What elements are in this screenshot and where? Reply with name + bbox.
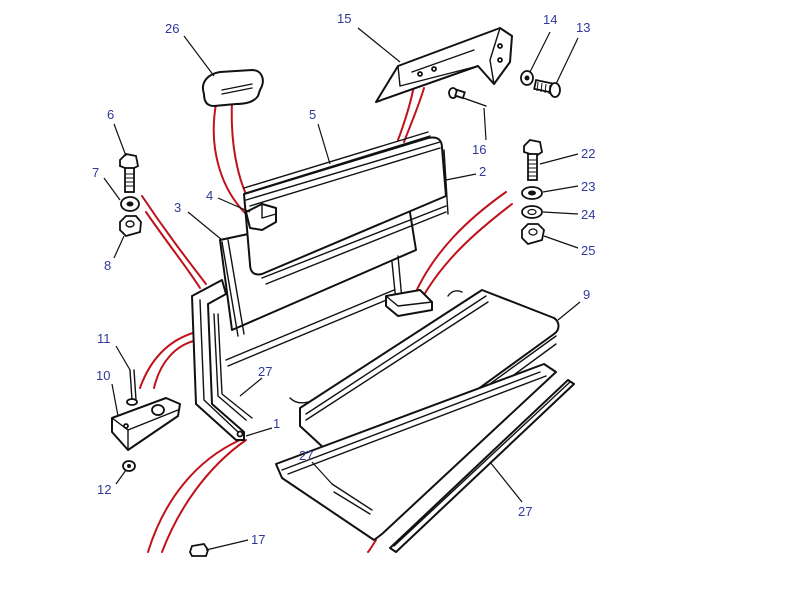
part-23-washer	[521, 186, 543, 200]
part-7-washer	[120, 196, 140, 212]
guide-line-15-to-2-a	[397, 85, 415, 141]
callout-22: 22	[581, 146, 595, 161]
part-12-washer	[122, 460, 136, 472]
guide-line-base-to-bottom	[367, 539, 377, 553]
leader-1	[245, 427, 273, 437]
leader-4	[217, 197, 251, 213]
callout-9: 9	[583, 287, 590, 302]
guide-line-bolt-to-frame-b	[145, 211, 201, 289]
callout-7: 7	[92, 165, 99, 180]
seat-mount-bracket	[385, 289, 433, 317]
part-26-end-cap	[202, 69, 264, 107]
callout-10: 10	[96, 368, 110, 383]
part-2-backrest-cushion	[243, 136, 449, 285]
leader-9	[557, 301, 581, 321]
leader-7	[103, 177, 121, 201]
part-24-lock-washer	[521, 205, 543, 219]
callout-26: 26	[165, 21, 179, 36]
callout-16: 16	[472, 142, 486, 157]
leader-17	[205, 539, 249, 551]
part-8-nut	[119, 215, 142, 238]
guide-line-frame-to-bottom-a	[147, 439, 241, 553]
callout-13: 13	[576, 20, 590, 35]
guide-line-10-to-frame-b	[153, 339, 199, 389]
callout-27-base: 27	[299, 448, 313, 463]
callout-27-strip: 27	[518, 504, 532, 519]
leader-13	[555, 37, 579, 85]
part-17-nut	[189, 543, 209, 557]
callout-23: 23	[581, 179, 595, 194]
leader-6	[113, 123, 127, 157]
guide-line-22-to-bracket-a	[409, 191, 507, 307]
part-16-pivot-pin	[448, 87, 487, 107]
leader-5	[317, 123, 331, 165]
guide-line-bolt-to-frame-a	[141, 195, 207, 285]
callout-numbers: 1 2 3 4 5 6 7 8 9 10 11 12 13 14 15 16 1…	[92, 11, 595, 547]
callout-8: 8	[104, 258, 111, 273]
part-14-washer	[520, 70, 534, 86]
guide-line-15-to-2-b	[403, 87, 425, 143]
leader-27a	[239, 377, 263, 397]
guide-line-26-to-4-a	[212, 103, 247, 215]
callout-25: 25	[581, 243, 595, 258]
leader-12	[115, 469, 127, 485]
callout-15: 15	[337, 11, 351, 26]
leader-2	[445, 173, 477, 181]
leader-14	[529, 31, 551, 73]
callout-leader-lines	[103, 27, 581, 551]
part-4-corner-block	[245, 203, 277, 231]
callout-4: 4	[206, 188, 213, 203]
part-1-side-frame	[191, 255, 403, 441]
part-27-base-tray	[275, 363, 575, 553]
callout-1: 1	[273, 416, 280, 431]
leader-23	[542, 185, 579, 193]
leader-10	[111, 383, 119, 417]
callout-17: 17	[251, 532, 265, 547]
guide-line-10-to-frame-a	[139, 331, 197, 389]
leader-16	[483, 107, 487, 141]
callout-6: 6	[107, 107, 114, 122]
callout-24: 24	[581, 207, 595, 222]
leader-26	[183, 35, 215, 77]
leader-11	[115, 345, 131, 371]
leader-24	[542, 211, 579, 215]
callout-5: 5	[309, 107, 316, 122]
leader-22	[539, 153, 579, 165]
part-13-screw	[533, 78, 561, 98]
leader-27b	[311, 461, 333, 485]
part-22-bolt	[523, 139, 544, 181]
part-11-bolt	[126, 369, 138, 406]
leader-27c	[489, 461, 523, 503]
guide-line-22-to-bracket-b	[417, 203, 513, 307]
callout-27-frame: 27	[258, 364, 272, 379]
assembly-guide-lines	[139, 85, 513, 553]
part-5-backrest-top-strip	[243, 131, 431, 194]
leader-3	[187, 211, 223, 241]
part-10-mounting-bracket	[111, 397, 181, 451]
callout-2: 2	[479, 164, 486, 179]
leader-8	[113, 235, 125, 259]
callout-3: 3	[174, 200, 181, 215]
part-15-backrest-top-bracket	[375, 27, 513, 103]
part-6-bolt	[119, 153, 140, 193]
callout-14: 14	[543, 12, 557, 27]
part-25-nut	[521, 223, 545, 246]
guide-line-frame-to-bottom-b	[161, 439, 247, 553]
callout-12: 12	[97, 482, 111, 497]
callout-11: 11	[97, 331, 111, 346]
leader-25	[543, 235, 579, 249]
leader-15	[357, 27, 401, 63]
